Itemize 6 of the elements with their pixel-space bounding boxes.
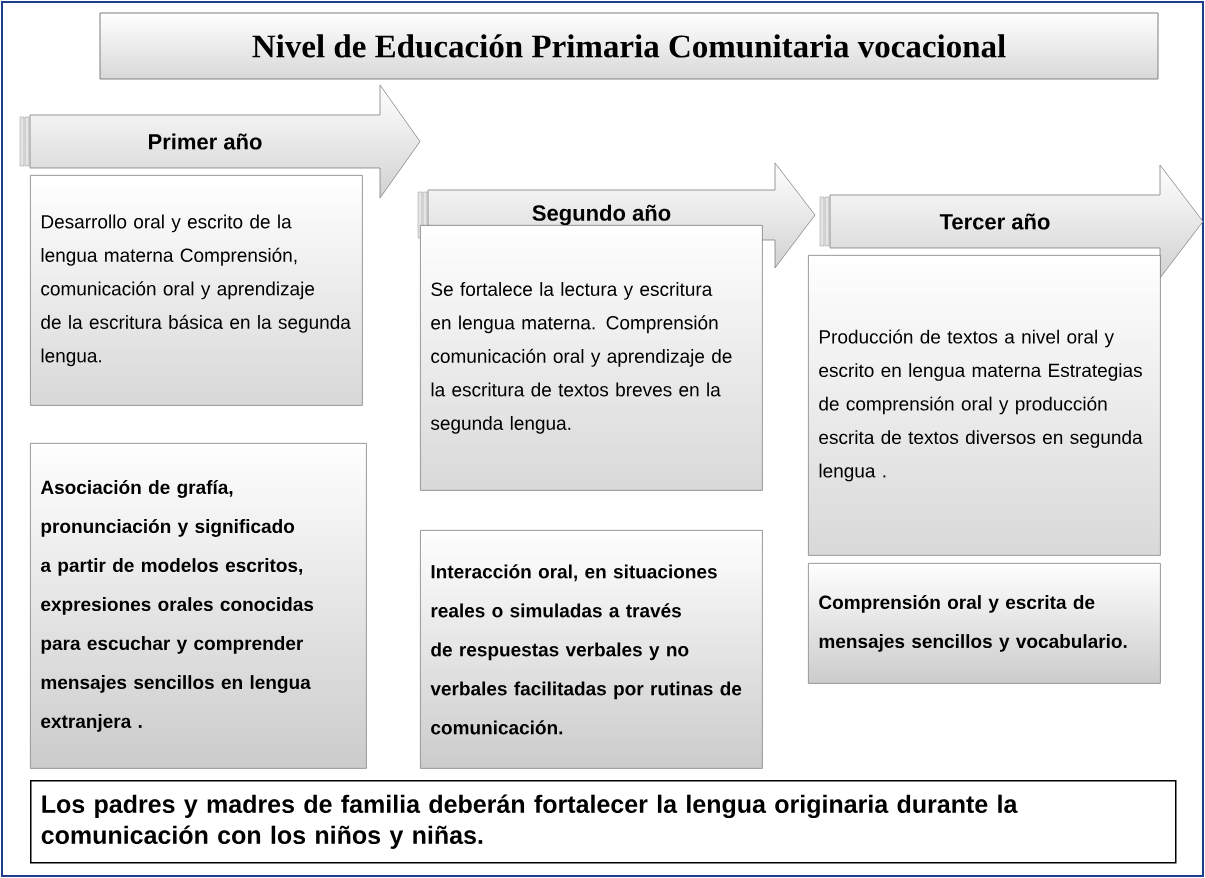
- title-banner: Nivel de Educación Primaria Comunitaria vocacional: [99, 12, 1159, 80]
- text-box: Interacción oral, en situaciones reales o simuladas a través de respuestas verbales y no verbales facilitadas por rutinas de comunicación.: [420, 530, 763, 769]
- text-box: Desarrollo oral y escrito de la lengua materna Comprensión, comunicación oral y aprendizaje de la escritura básica en la segunda lengua.: [30, 175, 363, 406]
- text-box: Asociación de grafía, pronunciación y significado a partir de modelos escritos, expresiones orales conocidas para escuchar y comprender mensajes sencillos en lengua extranjera .: [30, 443, 367, 769]
- text-box: Comprensión oral y escrita de mensajes sencillos y vocabulario.: [808, 563, 1161, 684]
- note-box: Los padres y madres de familia deberán fortalecer la lengua originaria durante la comunicación con los niños y niñas.: [30, 780, 1177, 864]
